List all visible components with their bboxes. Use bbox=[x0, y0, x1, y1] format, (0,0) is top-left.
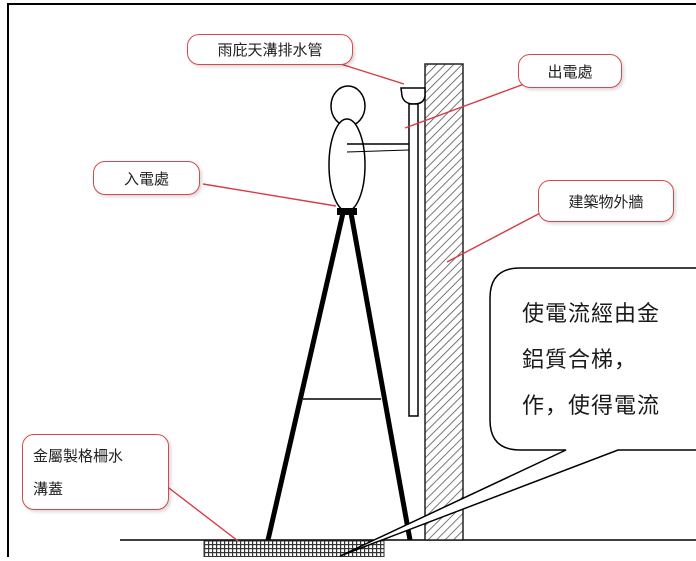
leader-grate bbox=[164, 484, 239, 542]
ladder-left-leg bbox=[265, 212, 346, 541]
label-metal-grate-cover: 金屬製格柵水 溝蓋 bbox=[22, 434, 169, 510]
ladder-right-leg bbox=[348, 212, 413, 541]
downspout-pipe bbox=[408, 103, 419, 417]
label-metal-grate-cover-line2: 溝蓋 bbox=[33, 480, 64, 498]
label-current-exit-text: 出電處 bbox=[547, 62, 593, 81]
person-body bbox=[328, 118, 366, 212]
label-metal-grate-cover-line1: 金屬製格柵水 bbox=[33, 447, 124, 465]
callout-bubble bbox=[339, 267, 696, 557]
building-exterior-wall bbox=[424, 63, 464, 541]
label-rain-gutter-pipe-text: 雨庇天溝排水管 bbox=[217, 41, 323, 59]
label-building-wall-text: 建築物外牆 bbox=[568, 192, 644, 211]
leader-exit bbox=[404, 79, 536, 129]
rain-gutter bbox=[400, 87, 426, 105]
leader-wall bbox=[446, 209, 547, 263]
label-rain-gutter-pipe: 雨庇天溝排水管 bbox=[187, 34, 353, 65]
ladder-top bbox=[337, 208, 357, 215]
label-current-entry: 入電處 bbox=[93, 161, 200, 195]
leader-entry bbox=[202, 183, 337, 207]
label-building-wall: 建築物外牆 bbox=[538, 180, 674, 222]
frame-border bbox=[7, 3, 696, 561]
label-current-exit: 出電處 bbox=[518, 54, 622, 88]
label-current-entry-text: 入電處 bbox=[123, 169, 169, 188]
person-arm-lower bbox=[346, 149, 410, 153]
